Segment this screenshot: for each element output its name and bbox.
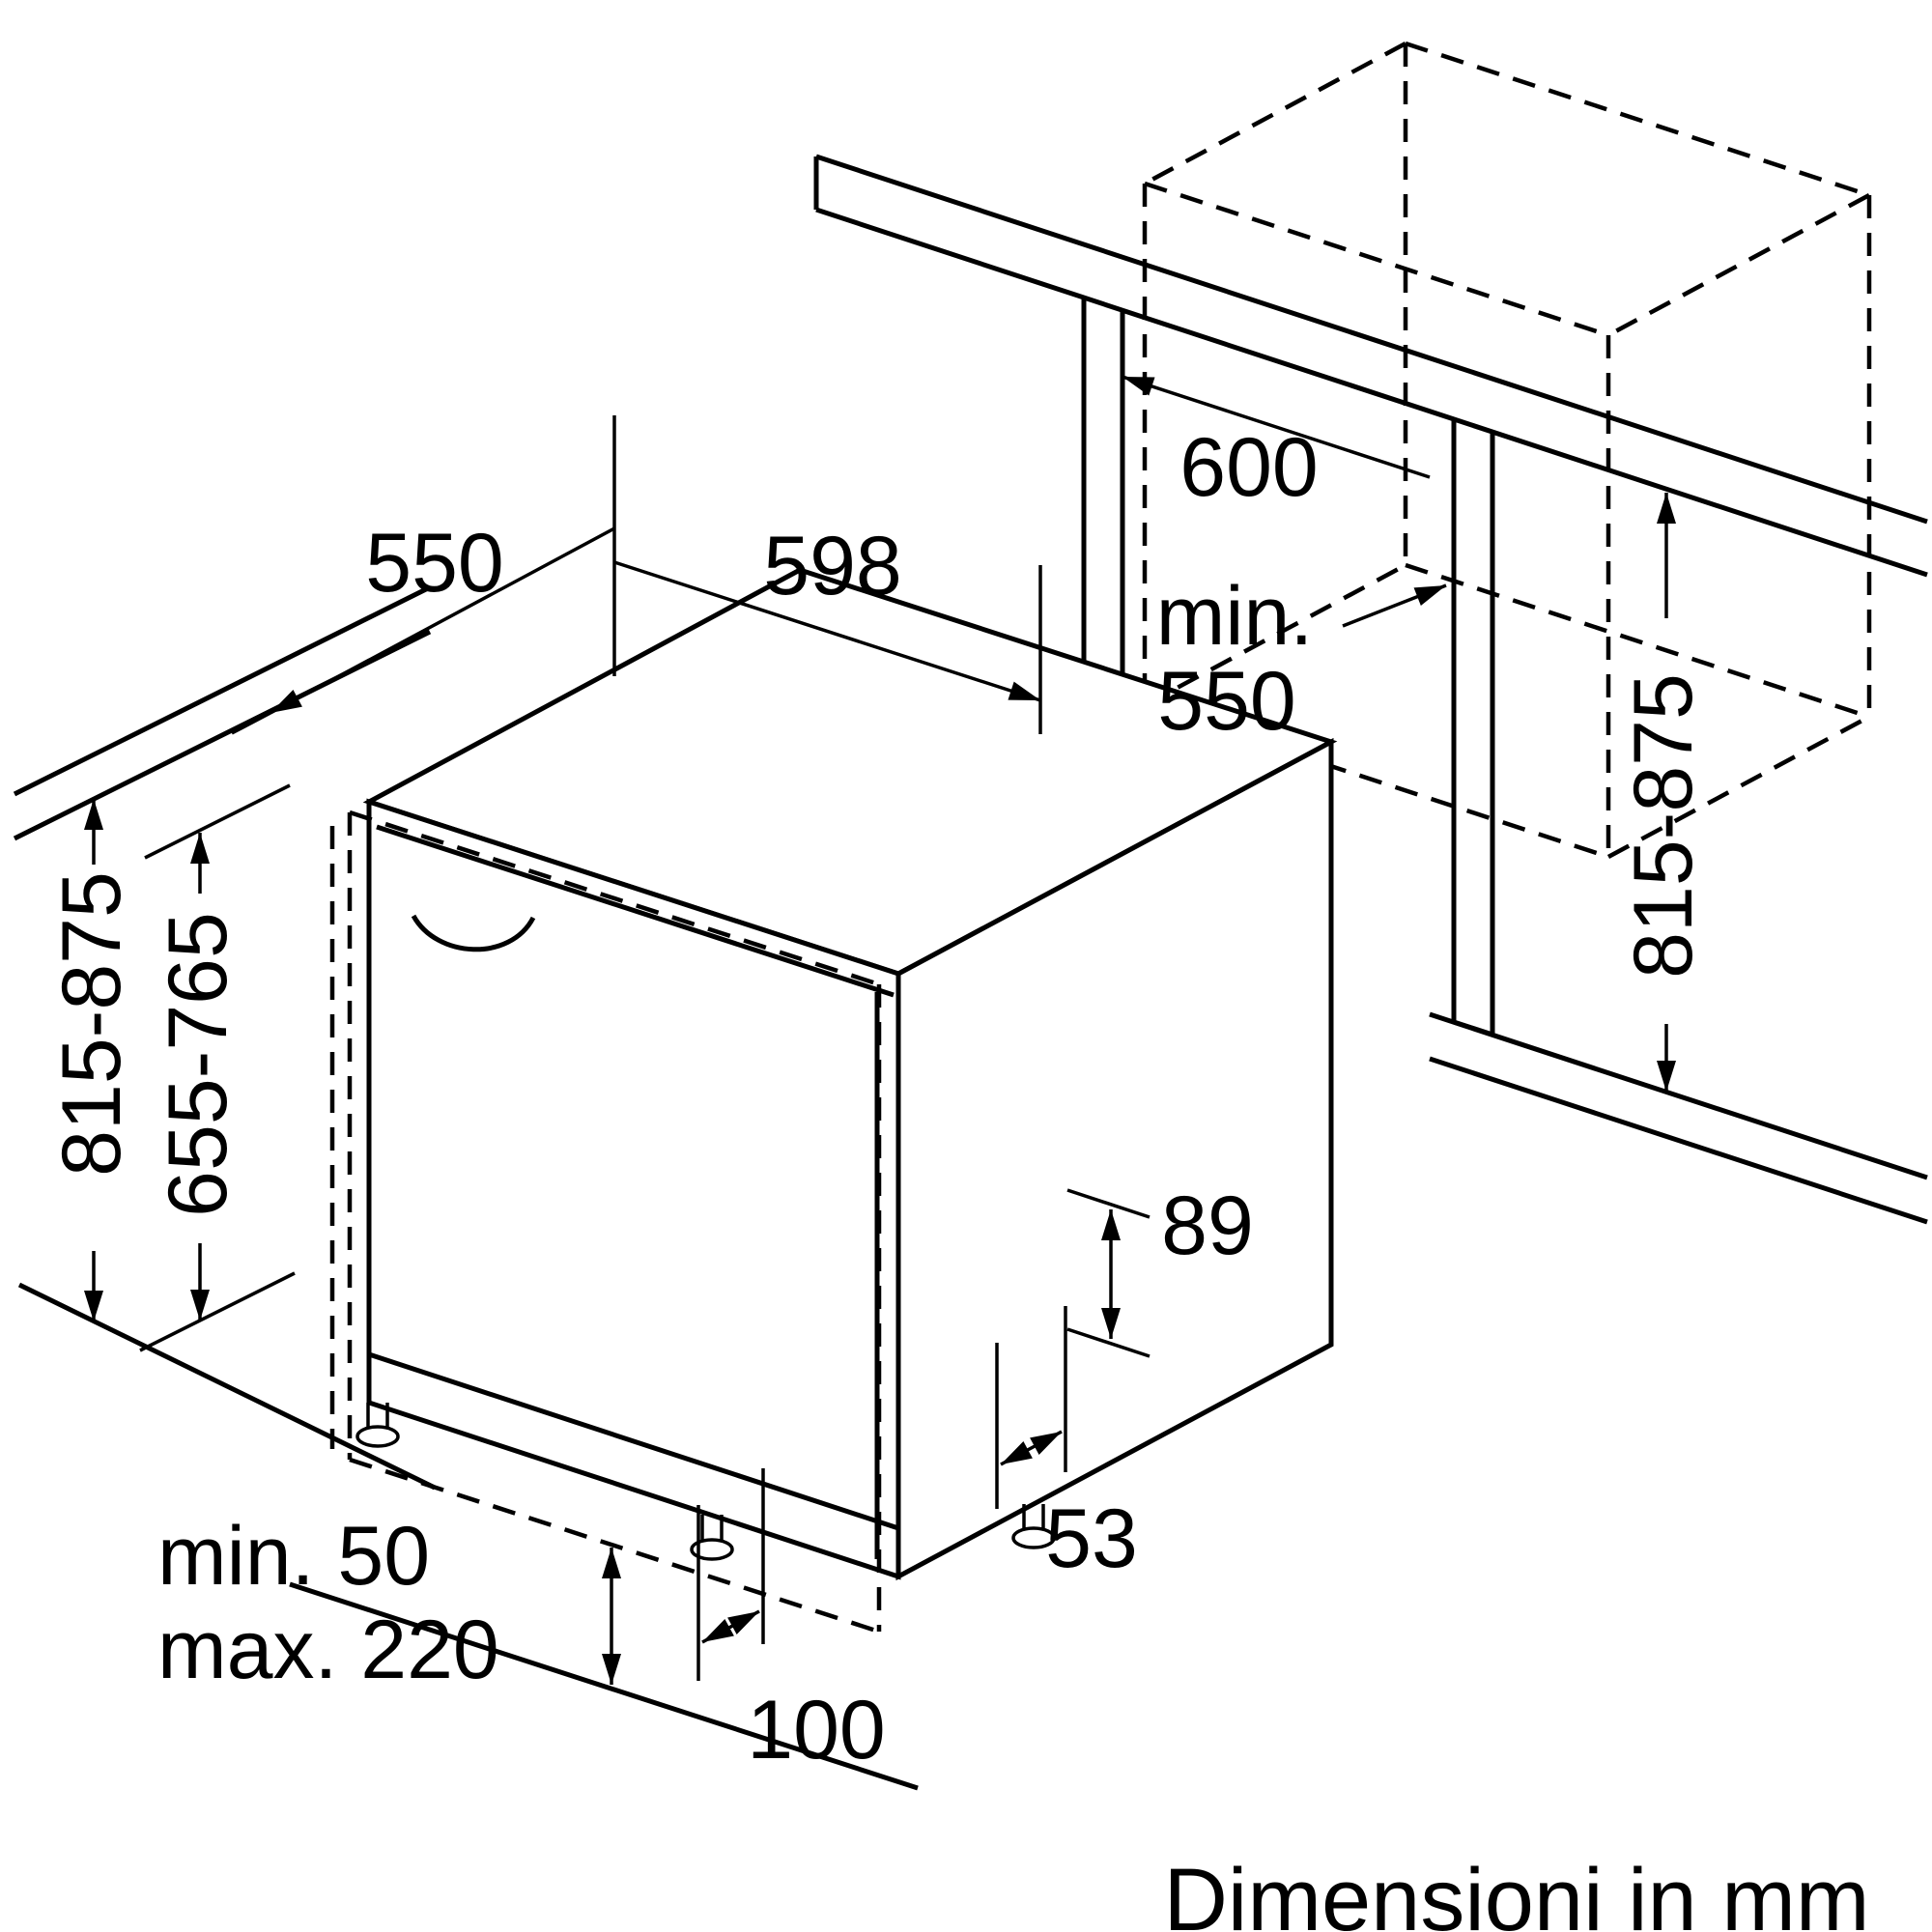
dimension-appliance-depth: 550 — [231, 415, 616, 735]
dimension-rear-base-height: 89 — [1066, 1179, 1254, 1358]
dim-label-appliance-depth: 550 — [365, 517, 504, 610]
dimension-niche-min-width: min. 550 — [1156, 570, 1447, 748]
dimension-niche-depth: 600 — [1122, 375, 1431, 514]
appliance-front-face — [366, 798, 901, 1580]
adjustable-foot — [690, 1515, 734, 1561]
floor-front — [289, 1581, 919, 1791]
dim-label-niche-depth: 600 — [1179, 421, 1319, 514]
dim-label-plinth-gap-min: min. 50 — [157, 1510, 430, 1603]
worktop-right — [813, 154, 1928, 578]
dim-label-front-foot-setback: 100 — [747, 1684, 886, 1776]
units-caption: Dimensioni in mm — [1163, 1851, 1869, 1932]
dimension-appliance-width: 598 — [613, 520, 1042, 734]
dim-label-appliance-width: 598 — [763, 520, 902, 612]
appliance-body — [362, 567, 1338, 1581]
furniture-door-dashed-outline — [329, 810, 882, 1634]
adjustable-foot — [1011, 1504, 1056, 1549]
door-handle — [411, 914, 536, 952]
dim-label-niche-min-prefix: min. — [1156, 570, 1313, 663]
niche-right-panel — [1451, 418, 1495, 1037]
dimension-rear-foot-setback: 53 — [995, 1306, 1138, 1585]
dimension-niche-height-left: 815-875 — [45, 799, 138, 1321]
floor-right — [1429, 1011, 1928, 1225]
dimension-niche-height-right: 815-875 — [1617, 493, 1710, 1092]
wall-cabinet-dashed-box — [1142, 41, 1872, 860]
dim-label-plinth-gap-max: max. 220 — [157, 1604, 499, 1696]
dim-label-door-panel-height: 655-765 — [152, 912, 244, 1217]
dimension-door-panel-height: 655-765 — [139, 783, 296, 1352]
dim-label-niche-height-left: 815-875 — [45, 871, 138, 1177]
adjustable-foot — [355, 1403, 400, 1448]
dim-label-niche-height-right: 815-875 — [1617, 673, 1710, 979]
dim-label-rear-foot-setback: 53 — [1045, 1492, 1138, 1585]
dimension-plinth-gap: min. 50 max. 220 — [157, 1510, 621, 1696]
dimension-front-foot-setback: 100 — [696, 1468, 886, 1776]
dim-label-rear-base-height: 89 — [1161, 1179, 1254, 1272]
dim-label-niche-min-width: 550 — [1157, 655, 1296, 748]
